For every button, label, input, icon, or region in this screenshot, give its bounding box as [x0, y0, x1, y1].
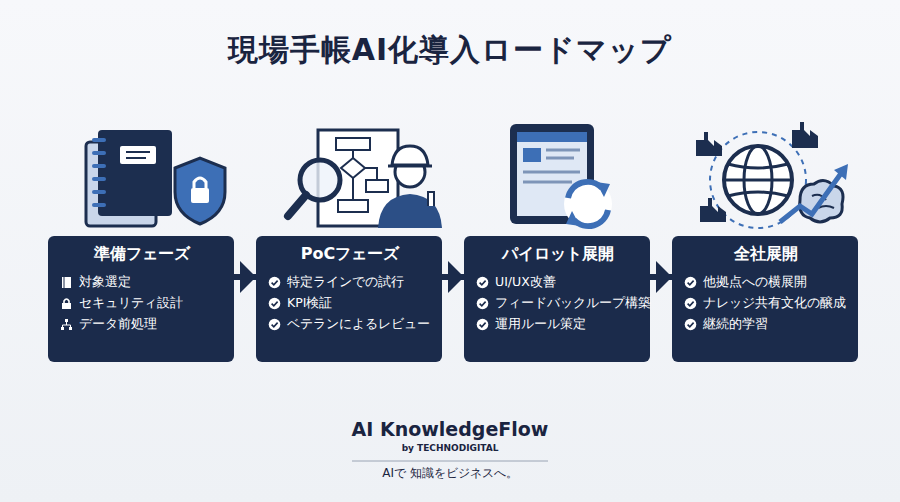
phase-item: UI/UX改善: [495, 274, 556, 291]
phase-box: 全社展開他拠点への横展開ナレッジ共有文化の醸成継続的学習: [672, 236, 858, 362]
bullet-row: 特定ラインでの試行: [268, 274, 432, 291]
spiral-binding: [94, 140, 104, 205]
phase-heading: PoCフェーズ: [268, 244, 432, 265]
shield-icon: [175, 158, 225, 224]
brand-byline: by TECHNODIGITAL: [0, 443, 900, 453]
phase-item: データ前処理: [79, 316, 157, 333]
phase-heading: 全社展開: [684, 244, 848, 265]
bullet-icon: [684, 318, 697, 331]
divider-line: [352, 461, 548, 462]
bullet-icon: [60, 276, 73, 289]
worker-icon: [378, 146, 442, 228]
bullet-row: ベテランによるレビュー: [268, 316, 432, 333]
phase-arrow: [234, 274, 256, 280]
phase-heading: パイロット展開: [476, 244, 640, 265]
bullet-row: 他拠点への横展開: [684, 274, 848, 291]
bullet-row: ナレッジ共有文化の醸成: [684, 295, 848, 312]
trend-arrow: [780, 164, 848, 222]
bullet-row: セキュリティ設計: [60, 295, 224, 312]
phase-item: ナレッジ共有文化の醸成: [703, 295, 846, 312]
diagram-title: 現場手帳AI化導入ロードマップ: [0, 30, 900, 71]
bullet-row: KPI検証: [268, 295, 432, 312]
phase-item: 他拠点への横展開: [703, 274, 807, 291]
bullet-row: フィードバックループ構築: [476, 295, 640, 312]
phase-heading: 準備フェーズ: [60, 244, 224, 265]
brand-name: AI KnowledgeFlow: [0, 418, 900, 440]
bullet-icon: [476, 297, 489, 310]
bullet-icon: [684, 297, 697, 310]
bullet-row: 継続的学習: [684, 316, 848, 333]
phase-item: セキュリティ設計: [79, 295, 183, 312]
bullet-icon: [268, 276, 281, 289]
bullet-icon: [684, 276, 697, 289]
phase-box: PoCフェーズ特定ラインでの試行 KPI検証ベテランによるレビュー: [256, 236, 442, 362]
bullet-icon: [60, 318, 73, 331]
phase-item: 継続的学習: [703, 316, 768, 333]
bullet-row: UI/UX改善: [476, 274, 640, 291]
magnifier-icon: [288, 160, 340, 216]
bullet-icon: [476, 318, 489, 331]
phase-box: 準備フェーズ対象選定セキュリティ設計データ前処理: [48, 236, 234, 362]
phase-arrow: [442, 274, 464, 280]
phase-item: 対象選定: [79, 274, 131, 291]
notebook-icon: [86, 130, 172, 226]
phase-item: KPI検証: [287, 295, 332, 312]
bullet-icon: [268, 318, 281, 331]
phase-item: フィードバックループ構築: [495, 295, 651, 312]
phase-box: パイロット展開UI/UX改善フィードバックループ構築運用ルール策定: [464, 236, 650, 362]
phase-item: 運用ルール策定: [495, 316, 586, 333]
phase-item: 特定ラインでの試行: [287, 274, 404, 291]
bullet-icon: [60, 297, 73, 310]
brand-tagline: AIで 知識をビジネスへ。: [0, 465, 900, 482]
sync-arrows: [564, 180, 612, 228]
phase-item: ベテランによるレビュー: [287, 316, 430, 333]
bullet-row: データ前処理: [60, 316, 224, 333]
bullet-icon: [476, 276, 489, 289]
phase-arrow: [650, 274, 672, 280]
bullet-row: 対象選定: [60, 274, 224, 291]
bullet-icon: [268, 297, 281, 310]
bullet-row: 運用ルール策定: [476, 316, 640, 333]
